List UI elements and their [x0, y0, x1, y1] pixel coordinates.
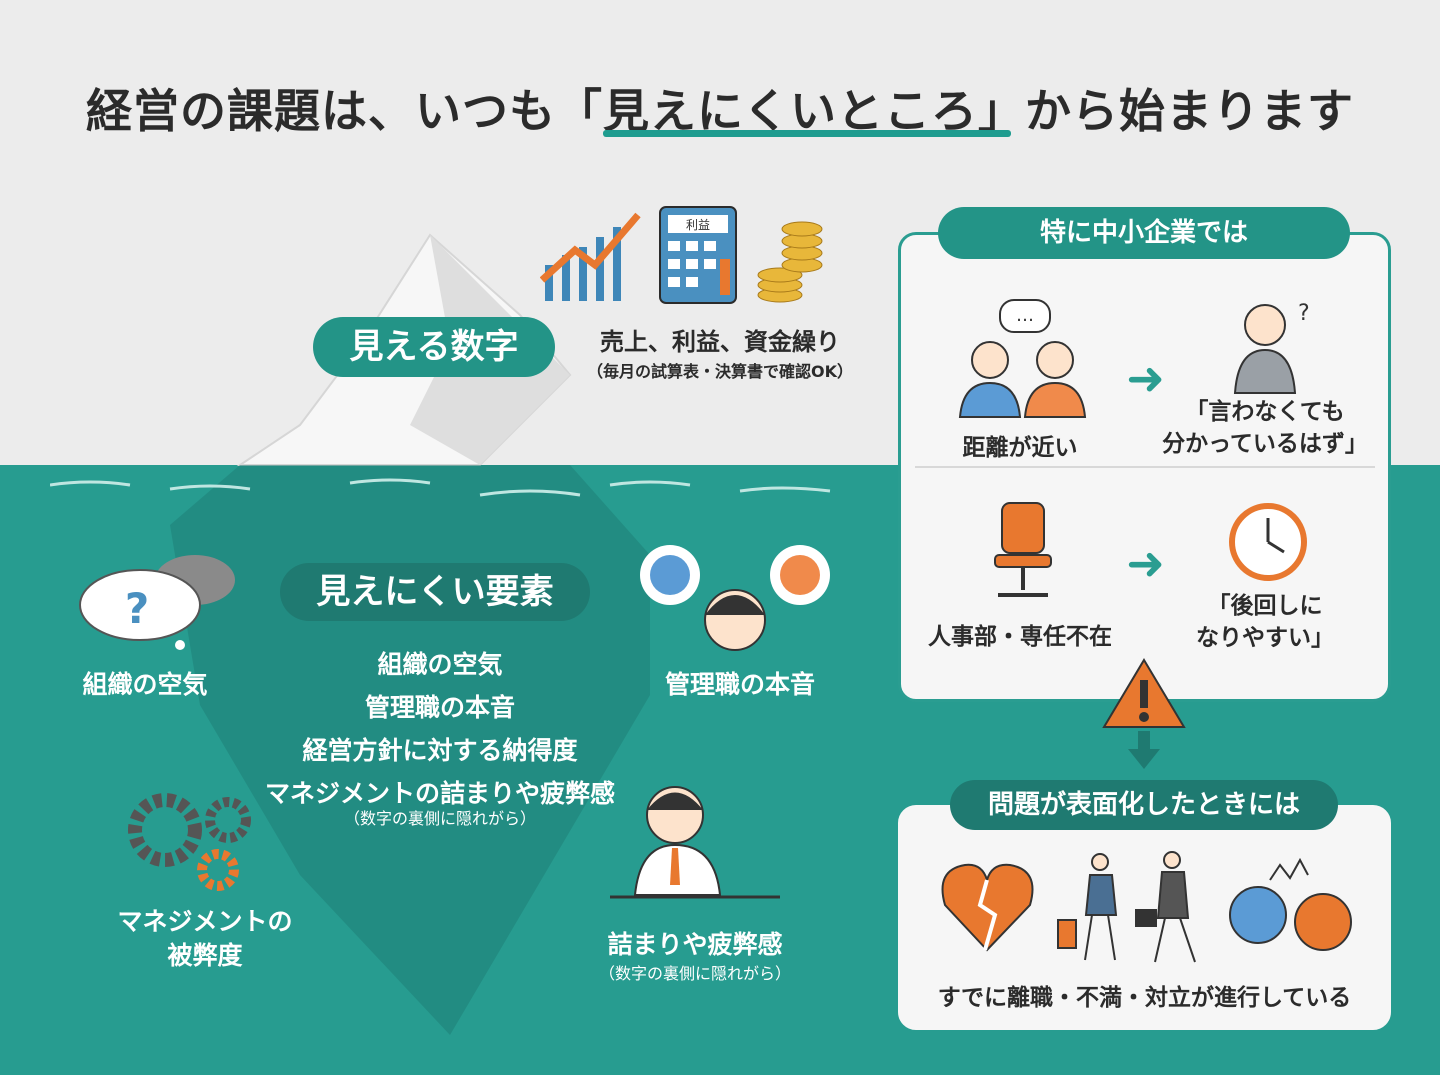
visible-items: 売上、利益、資金繰り [600, 328, 840, 356]
arrow-right-icon: ➜ [1126, 350, 1165, 405]
warning-icon [1102, 658, 1186, 769]
hidden-list: 組織の空気 管理職の本音 経営方針に対する納得度 マネジメントの詰まりや疲弊感 [250, 643, 630, 815]
gears-icon [128, 793, 251, 891]
manager-thoughts-icon [640, 545, 830, 651]
visible-note: （毎月の試算表・決算書で確認OK） [586, 362, 853, 381]
arrow-right-icon: ➜ [1126, 535, 1165, 590]
divider [915, 466, 1375, 468]
thinking-person-icon: ? [1233, 301, 1310, 394]
title-highlight: 「見えにくいところ」 [555, 84, 1026, 138]
title-prefix: 経営の課題は、いつも [85, 84, 556, 138]
icon-note-stuck: （数字の裏側に隠れがら） [598, 964, 791, 983]
hidden-item: マネジメントの詰まりや疲弊感 [264, 779, 615, 808]
svg-text:…: … [1016, 305, 1034, 326]
visible-numbers-label: 見える数字 [313, 317, 555, 377]
hidden-note: （数字の裏側に隠れがら） [343, 809, 536, 828]
postpone-line1: 「後回しに [1207, 593, 1323, 619]
hidden-elements-label: 見えにくい要素 [280, 563, 590, 621]
sme-heading: 特に中小企業では [938, 207, 1350, 259]
assume-line2: 分かっているはず」 [1162, 431, 1368, 457]
surface-heading: 問題が表面化したときには [950, 780, 1338, 830]
postpone-line2: なりやすい」 [1196, 625, 1334, 651]
fatigue-line2: 被弊度 [167, 941, 243, 970]
cloud-question-icon: ? [79, 555, 235, 650]
icon-label-fatigue: マネジメントの 被弊度 [100, 905, 310, 973]
svg-text:?: ? [1298, 301, 1310, 326]
assume-quote: 「言わなくても 分かっているはず」 [1150, 396, 1380, 460]
fatigue-line1: マネジメントの [117, 907, 293, 936]
surface-result: すでに離職・不満・対立が進行している [937, 985, 1352, 1011]
angry-face-orange-icon [1294, 893, 1352, 951]
chart-calculator-coins-icon: 利益 [540, 206, 823, 304]
assume-line1: 「言わなくても [1185, 399, 1345, 425]
postpone-quote: 「後回しに なりやすい」 [1160, 590, 1370, 654]
office-chair-icon [994, 502, 1052, 597]
angry-face-blue-icon [1229, 886, 1287, 944]
consequences-icons [941, 851, 1352, 963]
hidden-item: 組織の空気 [377, 650, 503, 679]
hidden-item: 管理職の本音 [364, 693, 515, 722]
hidden-item: 経営方針に対する納得度 [302, 736, 578, 765]
two-people-talking-icon: … [958, 299, 1087, 418]
icon-label-stuck: 詰まりや疲弊感 [607, 930, 783, 959]
calculator-label: 利益 [686, 218, 710, 232]
title-suffix: から始まります [1025, 84, 1355, 138]
title-underline [603, 130, 1011, 137]
page-title: 経営の課題は、いつも「見えにくいところ」から始まります [0, 75, 1440, 141]
clock-icon [1229, 503, 1307, 581]
tired-worker-icon [610, 786, 780, 899]
distance-label: 距離が近い [962, 435, 1078, 461]
svg-text:?: ? [125, 584, 149, 633]
waves [50, 478, 831, 497]
icon-label-managers: 管理職の本音 [664, 670, 815, 699]
icon-label-air: 組織の空気 [82, 670, 208, 699]
no-hr-label: 人事部・専任不在 [928, 624, 1112, 650]
people-leaving-icon [1057, 851, 1196, 963]
